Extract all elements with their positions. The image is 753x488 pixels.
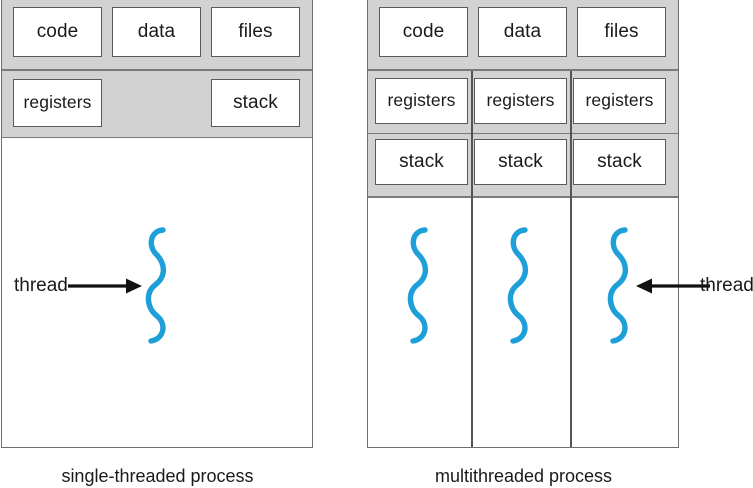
stack-row-bottom-divider	[368, 196, 678, 198]
thread-squiggle	[145, 227, 167, 344]
cell-registers: registers	[375, 77, 468, 124]
band-bottom-divider	[2, 136, 312, 138]
cell-registers: registers	[474, 77, 567, 124]
cell-stack: stack	[573, 139, 666, 185]
caption-multithreaded: multithreaded process	[434, 466, 613, 486]
single-thread-resources-band: registers stack	[2, 70, 312, 137]
cell-stack: stack	[375, 139, 468, 185]
thread-annotation-label-left: thread	[14, 275, 68, 296]
cell-code: code	[379, 7, 468, 57]
cell-code: code	[13, 7, 102, 57]
cell-data: data	[478, 7, 567, 57]
cell-stack: stack	[211, 78, 300, 127]
thread-squiggle	[407, 227, 429, 344]
thread-annotation-label-right: thread	[700, 275, 753, 296]
cell-registers: registers	[573, 77, 666, 124]
band-divider	[2, 69, 312, 71]
thread-squiggle	[507, 227, 529, 344]
cell-stack: stack	[474, 139, 567, 185]
thread-column-divider	[471, 70, 473, 447]
thread-squiggle	[607, 227, 629, 344]
cell-registers: registers	[13, 78, 102, 127]
single-threaded-process: code data files registers stack	[1, 0, 313, 448]
single-shared-resources-band: code data files	[2, 0, 312, 69]
registers-row-divider	[368, 132, 678, 134]
cell-files: files	[577, 7, 666, 57]
multi-stack-band: stack stack stack	[368, 134, 678, 196]
multi-shared-resources-band: code data files	[368, 0, 678, 69]
thread-column-divider	[570, 70, 572, 447]
cell-data: data	[112, 7, 201, 57]
cell-files: files	[211, 7, 300, 57]
band-divider	[368, 69, 678, 71]
caption-single-threaded: single-threaded process	[61, 466, 254, 486]
multithreaded-process: code data files registers registers regi…	[367, 0, 679, 448]
multi-registers-band: registers registers registers	[368, 70, 678, 133]
